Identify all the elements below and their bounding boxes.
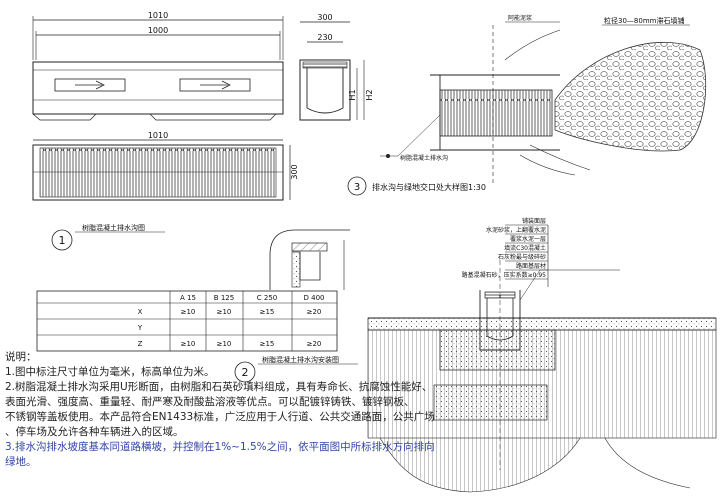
notes-line: 2.树脂混凝土排水沟采用U形断面，由树脂和石英砂填料组成，具有寿命长、抗腐蚀性能… bbox=[5, 381, 433, 393]
section-label: 铺装面层 bbox=[522, 217, 546, 225]
dim-top-length: 1010 bbox=[148, 11, 168, 20]
detail-3-plan: 阿能泥浆 粒径30—80mm滞石填铺 树脂混凝土排水沟 3 排水沟与绿地交口处大… bbox=[347, 14, 707, 196]
section-label: 填流C30混凝土 bbox=[504, 244, 546, 252]
table-row-label: Y bbox=[137, 324, 143, 332]
section-label: 路面基层材 bbox=[516, 262, 546, 270]
notes-line: 不锈钢等盖板使用。本产品符合EN1433标准，广泛应用于人行道、公共交通路面，公… bbox=[5, 411, 435, 423]
table-row-label: X bbox=[138, 308, 143, 316]
detail1-title: 树脂混凝土排水沟图 bbox=[82, 223, 145, 232]
detail2-circle-number: 2 bbox=[242, 366, 249, 379]
dim-inner-length: 1000 bbox=[148, 26, 168, 35]
dim-width-inner: 230 bbox=[317, 33, 332, 42]
installation-detail bbox=[269, 229, 350, 290]
notes-line: 表面光滑、强度高、重量轻、耐严寒及耐酸盐溶液等优点。可以配镀锌铸铁、镀锌钢板、 bbox=[5, 396, 415, 408]
dim-grate-length: 1010 bbox=[148, 131, 168, 140]
table-header-d400: D 400 bbox=[304, 294, 325, 302]
detail3-label-c: 树脂混凝土排水沟 bbox=[400, 154, 448, 162]
table-cell: ≥10 bbox=[217, 308, 232, 316]
section-label: 覆浆水泥一层 bbox=[510, 235, 546, 243]
table-header-b125: B 125 bbox=[214, 294, 234, 302]
road-section: 铺装面层 水泥砂浆，上翻覆水泥 覆浆水泥一层 填流C30混凝土 石灰粉最与级碎砂… bbox=[367, 217, 717, 493]
channel-elevation: 1010 1000 bbox=[32, 11, 284, 121]
detail-1-caption: 1 树脂混凝土排水沟图 bbox=[51, 223, 165, 251]
detail1-circle-number: 1 bbox=[59, 234, 66, 247]
table-cell: ≥15 bbox=[260, 308, 275, 316]
load-class-table: A 15 B 125 C 250 D 400 X ≥10 ≥10 ≥15 ≥20… bbox=[36, 290, 338, 352]
notes-line-highlight: 绿地。 bbox=[5, 456, 37, 468]
notes-line-highlight: 3.排水沟排水坡度基本同道路横坡，并控制在1%~1.5%之间，依平面图中所标排水… bbox=[5, 441, 435, 453]
notes-line: 、停车场及允许各种车辆进入的区域。 bbox=[5, 426, 184, 438]
channel-cross-section: 300 230 H1 H2 bbox=[299, 13, 374, 121]
dim-width-outer: 300 bbox=[317, 13, 332, 22]
grate-plan: 1010 300 bbox=[32, 131, 299, 201]
detail3-label-b: 粒径30—80mm滞石填铺 bbox=[604, 16, 684, 25]
table-header-c250: C 250 bbox=[257, 294, 277, 302]
detail3-label-a: 阿能泥浆 bbox=[508, 14, 532, 22]
detail-2-caption: 2 树脂混凝土排水沟安装图 bbox=[234, 355, 358, 383]
notes-heading: 说明： bbox=[5, 351, 37, 363]
table-cell: ≥20 bbox=[307, 340, 322, 348]
detail3-circle bbox=[347, 176, 367, 196]
section-label: 路基混凝石砂，压实系数≥0.95 bbox=[462, 271, 547, 279]
table-cell: ≥20 bbox=[307, 308, 322, 316]
table-cell: ≥10 bbox=[181, 308, 196, 316]
section-label: 石灰粉最与级碎砂 bbox=[498, 253, 546, 261]
dim-grate-width: 300 bbox=[290, 164, 299, 179]
dim-h2: H2 bbox=[365, 89, 374, 100]
dim-h1: H1 bbox=[348, 89, 357, 100]
detail2-title: 树脂混凝土排水沟安装图 bbox=[262, 355, 339, 364]
table-header-a15: A 15 bbox=[180, 294, 196, 302]
section-label: 水泥砂浆，上翻覆水泥 bbox=[486, 226, 546, 234]
detail3-title: 排水沟与绿地交口处大样图1:30 bbox=[372, 182, 486, 192]
notes-block: 说明： 1.图中标注尺寸单位为毫米，标高单位为米。 2.树脂混凝土排水沟采用U形… bbox=[5, 350, 435, 470]
table-cell: ≥10 bbox=[181, 340, 196, 348]
table-cell: ≥10 bbox=[217, 340, 232, 348]
notes-line: 1.图中标注尺寸单位为毫米，标高单位为米。 bbox=[5, 366, 215, 378]
table-row-label: Z bbox=[138, 340, 143, 348]
table-cell: ≥15 bbox=[260, 340, 275, 348]
detail3-circle-number: 3 bbox=[354, 182, 360, 193]
